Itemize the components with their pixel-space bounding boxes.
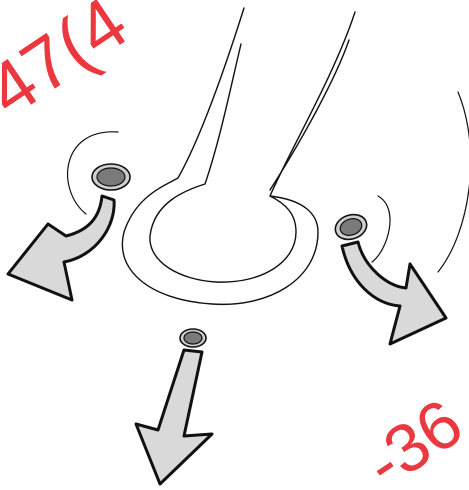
hole-right xyxy=(332,211,370,244)
hole-bottom xyxy=(180,329,206,347)
watermark-text-top-left: 47(4 xyxy=(0,0,142,132)
arrow-bottom xyxy=(136,350,212,484)
watermark-text-bottom-right: -36 xyxy=(352,385,469,490)
arrow-right xyxy=(342,242,446,344)
right-side-curve-large xyxy=(438,92,469,272)
hole-left xyxy=(92,164,130,190)
arrow-left xyxy=(8,196,114,300)
right-side-curve-small xyxy=(372,196,390,262)
fork-inner-contour xyxy=(150,44,296,282)
